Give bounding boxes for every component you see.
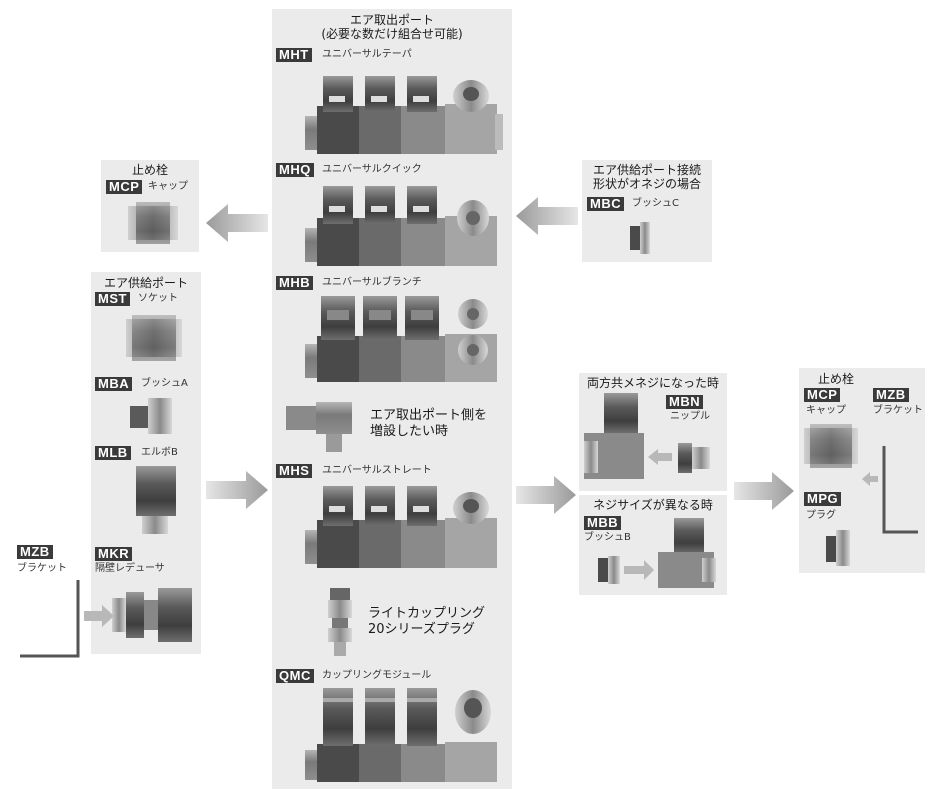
mhb-tag: MHB — [276, 276, 314, 290]
mcp-left-tag: MCP — [106, 180, 143, 194]
mpg-plug-image — [826, 530, 850, 566]
mcp-right-tag: MCP — [804, 388, 841, 402]
mbc-tag: MBC — [587, 197, 625, 211]
extend-text-line2: 増設したい時 — [370, 424, 449, 439]
light-coupling-text-line2: 20シリーズプラグ — [368, 622, 475, 637]
arrow-from-onesuji — [516, 197, 578, 235]
mpg-name: プラグ — [806, 510, 836, 521]
qmc-manifold-image — [305, 688, 497, 782]
mbc-bushing-image — [630, 222, 650, 254]
qmc-name: カップリングモジュール — [322, 670, 432, 681]
mhs-name: ユニバーサルストレート — [322, 465, 432, 476]
mba-tag: MBA — [95, 377, 133, 391]
mzb-right-tag: MZB — [873, 388, 909, 402]
mkr-reducer-image — [112, 588, 192, 642]
mzb-right-bracket-image — [882, 446, 918, 534]
mkr-tag: MKR — [95, 547, 133, 561]
mcp-right-name: キャップ — [806, 405, 846, 416]
mlb-name: エルボB — [141, 447, 178, 458]
mpg-tag: MPG — [804, 492, 842, 506]
mhq-manifold-image — [305, 186, 497, 266]
mbb-assembly-image — [598, 518, 716, 588]
center-heading-line2: (必要な数だけ組合せ可能) — [321, 27, 463, 41]
stopper-left-heading: 止め栓 — [131, 163, 168, 177]
supply-port-heading: エア供給ポート — [103, 276, 188, 290]
both-female-heading: 両方共メネジになった時 — [586, 376, 719, 390]
mhb-manifold-image — [305, 296, 497, 382]
mzb-left-bracket-image — [20, 580, 80, 658]
mbb-tag: MBB — [584, 516, 622, 530]
mhs-tag: MHS — [276, 464, 313, 478]
mst-socket-image — [126, 315, 182, 361]
supply-onesuji-heading-line2: 形状がオネジの場合 — [592, 177, 701, 191]
light-coupling-plug-image — [328, 588, 352, 656]
mcp-cap-image — [128, 202, 178, 244]
stopper-right-panel — [799, 368, 925, 573]
mht-tag: MHT — [276, 48, 312, 62]
mzb-left-name: ブラケット — [17, 563, 67, 574]
light-coupling-text-line1: ライトカップリング — [368, 606, 486, 621]
arrow-mzb-to-mkr — [84, 605, 114, 627]
qmc-tag: QMC — [276, 669, 314, 683]
arrow-supply-to-center — [206, 471, 268, 509]
arrow-to-stopper-right — [734, 472, 794, 510]
mcp-left-name: キャップ — [148, 181, 188, 192]
mba-name: ブッシュA — [141, 378, 188, 389]
mhb-name: ユニバーサルブランチ — [322, 277, 422, 288]
mht-name: ユニバーサルテーパ — [322, 49, 412, 60]
mcp-right-cap-image — [804, 424, 858, 468]
mba-bushing-image — [130, 398, 172, 434]
mhq-tag: MHQ — [276, 163, 314, 177]
arrow-to-stopper-left — [206, 204, 268, 242]
mbn-tag: MBN — [666, 395, 704, 409]
stopper-right-heading: 止め栓 — [818, 372, 855, 386]
mlb-tag: MLB — [95, 446, 131, 460]
supply-onesuji-heading-line1: エア供給ポート接続 — [592, 163, 701, 177]
mlb-elbow-image — [136, 466, 176, 534]
mht-manifold-image — [305, 76, 503, 154]
mzb-left-tag: MZB — [17, 545, 53, 559]
mzb-right-name: ブラケット — [873, 405, 923, 416]
extend-fitting-image — [286, 402, 352, 452]
mbb-name: ブッシュB — [584, 532, 631, 543]
mbc-name: ブッシュC — [632, 198, 679, 209]
arrow-center-to-options — [516, 476, 576, 514]
mkr-name: 隔壁レデューサ — [95, 563, 165, 574]
center-heading-line1: エア取出ポート — [349, 13, 434, 27]
mst-tag: MST — [95, 292, 130, 306]
arrow-mzb-to-mcp — [862, 472, 878, 486]
mhq-name: ユニバーサルクイック — [322, 164, 422, 175]
mbn-assembly-image — [584, 393, 710, 479]
mst-name: ソケット — [138, 293, 178, 304]
extend-text-line1: エア取出ポート側を — [370, 408, 488, 423]
mbn-name: ニップル — [670, 411, 710, 422]
size-diff-heading: ネジサイズが異なる時 — [593, 498, 713, 512]
mhs-manifold-image — [305, 486, 497, 568]
